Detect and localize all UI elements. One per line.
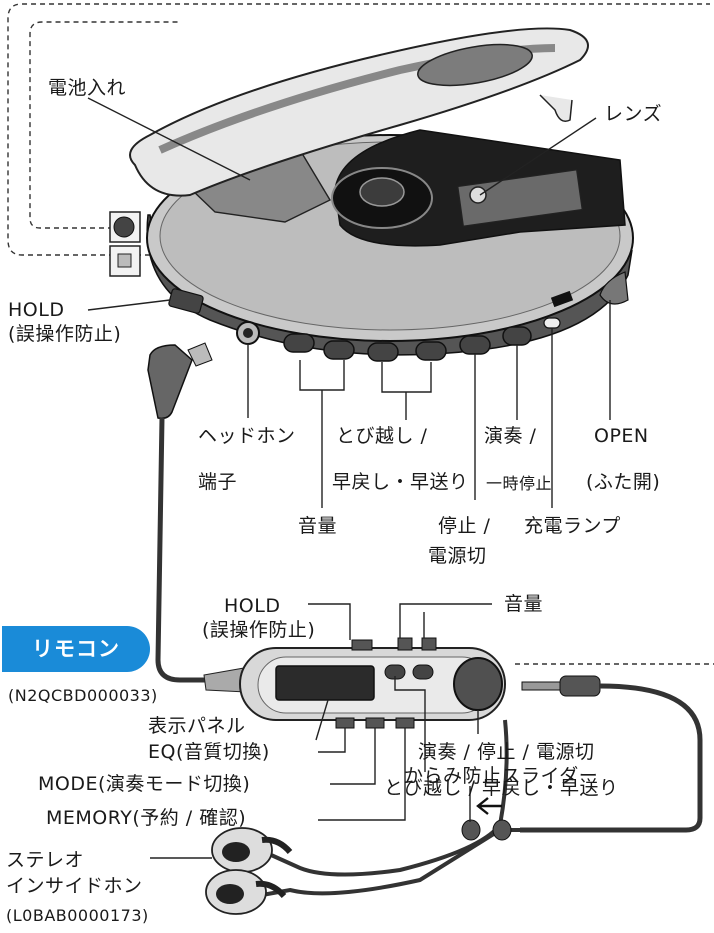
earphone-cable-1 bbox=[259, 719, 509, 877]
lid-dashed-inner bbox=[29, 21, 180, 229]
hold-sub-label: (誤操作防止) bbox=[8, 323, 122, 345]
stop-btn bbox=[459, 335, 491, 355]
earphone-cable-2 bbox=[261, 828, 520, 897]
output-plug bbox=[521, 681, 561, 691]
earphone-right bbox=[205, 869, 287, 915]
hold-label: HOLD bbox=[8, 299, 65, 321]
skip-sub-label: 早戻し・早送り bbox=[332, 471, 469, 493]
remote-play-button bbox=[453, 657, 503, 711]
lens-slot bbox=[457, 169, 583, 227]
volume-btn-2 bbox=[323, 340, 355, 360]
eq-label: EQ(音質切換) bbox=[148, 741, 270, 763]
play-pause-sub-label: 一時停止 bbox=[486, 474, 553, 493]
output-cable bbox=[520, 683, 703, 833]
tangle-slider-bead-2 bbox=[492, 819, 512, 841]
earphone-sub-label: インサイドホン bbox=[6, 875, 143, 897]
remote-skip-right bbox=[412, 664, 434, 680]
lamp-tab bbox=[550, 290, 574, 308]
memory-label: MEMORY(予約 / 確認) bbox=[46, 807, 247, 829]
battery-label: 電池入れ bbox=[48, 77, 127, 99]
charge-lamp-label: 充電ランプ bbox=[524, 515, 621, 537]
play-stop-power-label: 演奏 / 停止 / 電源切 bbox=[418, 741, 595, 763]
skip-btn-1 bbox=[367, 342, 399, 362]
volume-btn-1 bbox=[283, 333, 315, 353]
play-pause-label: 演奏 / bbox=[484, 425, 537, 447]
slide-arrow-icon bbox=[476, 797, 502, 815]
remote-part-number: (N2QCBD000033) bbox=[8, 686, 158, 705]
remote-display bbox=[275, 665, 375, 701]
remote-hold-label: HOLD bbox=[224, 595, 281, 617]
remote-volume-label: 音量 bbox=[504, 593, 544, 615]
remote-skip-label: とび越し / 早戻し・早送り bbox=[384, 777, 619, 799]
open-sub-label: (ふた開) bbox=[586, 471, 661, 493]
earphone-label: ステレオ bbox=[6, 849, 85, 871]
lid-hook bbox=[539, 94, 573, 122]
lid-window bbox=[417, 43, 533, 87]
earphone-part-number: (L0BAB0000173) bbox=[6, 906, 149, 925]
play-btn bbox=[502, 326, 532, 346]
remote-badge: リモコン bbox=[2, 626, 150, 672]
volume-label: 音量 bbox=[298, 515, 338, 537]
stop-sub-label: 電源切 bbox=[428, 545, 487, 567]
display-panel-label: 表示パネル bbox=[148, 715, 246, 737]
open-switch bbox=[599, 271, 629, 305]
lens-label: レンズ bbox=[604, 103, 663, 125]
stop-label: 停止 / bbox=[438, 515, 491, 537]
remote-cable bbox=[155, 417, 245, 683]
headphone-jack-label: ヘッドホン bbox=[198, 425, 296, 447]
hold-switch bbox=[168, 288, 204, 314]
tangle-slider-bead-1 bbox=[461, 819, 481, 841]
tangle-slider-label: からみ防止スライダー bbox=[404, 765, 599, 787]
main-plug bbox=[187, 342, 213, 367]
skip-label: とび越し / bbox=[336, 425, 428, 447]
remote-hold-sub-label: (誤操作防止) bbox=[202, 619, 316, 641]
charge-lamp bbox=[543, 317, 561, 329]
skip-btn-2 bbox=[415, 341, 447, 361]
lid-dashed-outline bbox=[7, 3, 710, 256]
lens bbox=[469, 186, 487, 204]
open-label: OPEN bbox=[594, 425, 649, 447]
headphone-jack-sub-label: 端子 bbox=[198, 471, 238, 493]
earphone-left bbox=[211, 827, 293, 873]
mode-label: MODE(演奏モード切換) bbox=[38, 773, 251, 795]
